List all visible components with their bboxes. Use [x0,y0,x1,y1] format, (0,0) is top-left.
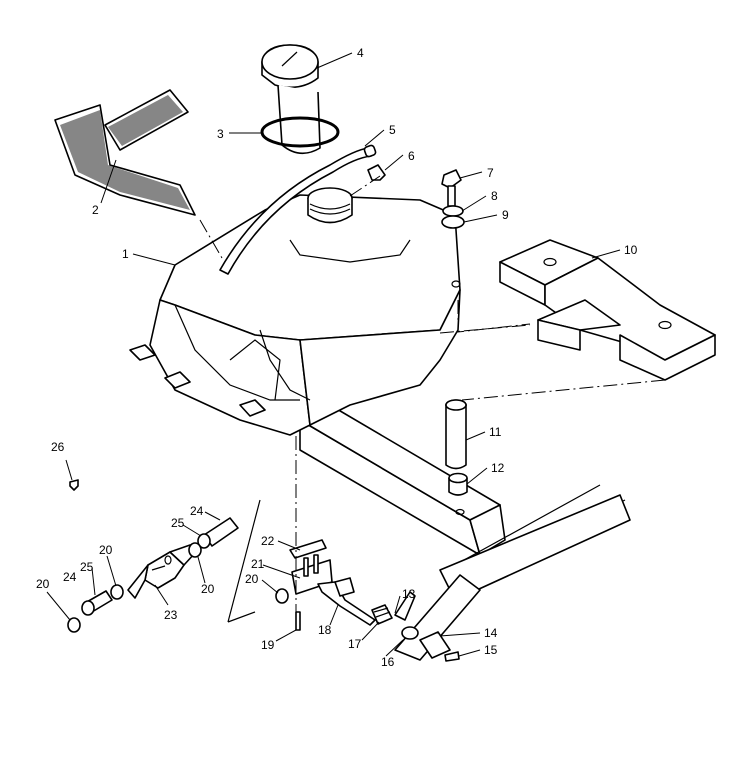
callout-20: 20 [245,572,259,586]
callout-6: 6 [408,149,415,163]
small-screw [69,479,79,491]
callout-19: 19 [261,638,275,652]
callout-25b: 25 [80,560,94,574]
fuel-filter [127,544,196,599]
callout-20c: 20 [99,543,113,557]
callout-9: 9 [502,208,509,222]
callout-17: 17 [348,637,362,651]
callout-23: 23 [164,608,178,622]
callout-4: 4 [357,46,364,60]
spacer-tube [445,399,467,470]
callout-20d: 20 [36,577,50,591]
callout-18: 18 [318,623,332,637]
callout-24b: 24 [63,570,77,584]
frame-rail [299,404,631,661]
hose-clamp [164,555,172,565]
callout-7: 7 [487,166,494,180]
callout-26: 26 [51,440,65,454]
callout-12: 12 [491,461,505,475]
mount-bolt [441,169,465,229]
fuel-hose-lower [81,590,113,616]
rubber-mount [499,239,716,381]
callout-21: 21 [251,557,265,571]
vent-hose-fitting [363,144,377,158]
o-ring [260,116,340,148]
callout-13: 13 [402,587,416,601]
fuel-cap [261,44,321,155]
callout-8: 8 [491,189,498,203]
hose-clamp [110,584,124,600]
callout-24: 24 [190,504,204,518]
callout-16: 16 [381,655,395,669]
callout-2: 2 [92,203,99,217]
fuel-petcock [289,539,393,631]
petcock-lever [394,591,460,662]
callout-22: 22 [261,534,275,548]
callout-10: 10 [624,243,638,257]
callout-14: 14 [484,626,498,640]
callout-1: 1 [122,247,129,261]
elbow-fitting [367,164,386,181]
hose-clamp [188,542,202,558]
callout-20b: 20 [201,582,215,596]
foam-pad [54,89,196,216]
filler-neck [307,187,353,224]
fuel-tank [129,194,461,436]
hose-clamp [275,588,289,604]
fuel-hose-upper [197,517,239,549]
callout-11: 11 [489,425,502,439]
callout-25: 25 [171,516,185,530]
hose-clamp [67,617,81,633]
bushing [448,472,468,496]
callout-15: 15 [484,643,498,657]
callout-5: 5 [389,123,396,137]
callout-3: 3 [217,127,224,141]
